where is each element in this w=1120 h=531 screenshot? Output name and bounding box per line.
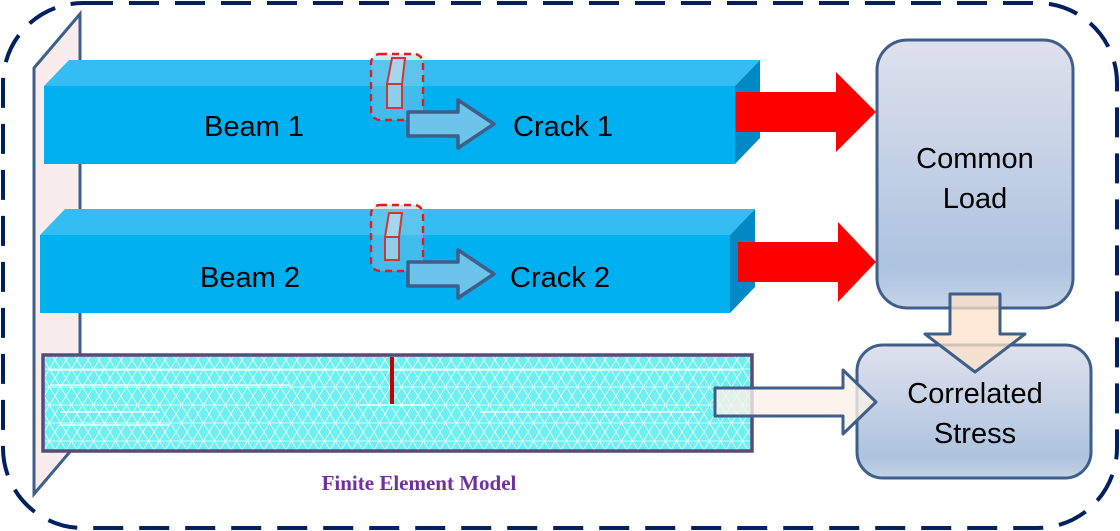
beam-2: Beam 2 Crack 2: [40, 203, 755, 313]
crack-1-arrow-icon: [406, 98, 496, 150]
fem-to-stress-arrow-icon: [713, 368, 878, 436]
beam-1-label: Beam 1: [204, 111, 304, 143]
fem-caption: Finite Element Model: [322, 471, 517, 495]
beam-2-label: Beam 2: [200, 262, 300, 294]
crack-2-arrow-icon: [406, 248, 496, 300]
crack-2-block-top-icon: [383, 212, 404, 238]
common-load-box: Common Load: [875, 38, 1075, 310]
fem-mesh-lines: [50, 369, 740, 426]
correlated-stress-box: Correlated Stress: [855, 343, 1093, 480]
common-load-label-line2: Load: [943, 183, 1008, 215]
crack-2-block-front-icon: [384, 236, 400, 261]
common-load-label-line1: Common: [916, 143, 1034, 175]
crack-1-label: Crack 1: [513, 111, 613, 143]
crack-1-block-front-icon: [386, 83, 403, 109]
correlated-stress-label-line1: Correlated: [907, 378, 1042, 410]
finite-element-model: Finite Element Model: [41, 353, 754, 495]
fem-crack-line: [390, 357, 394, 404]
fem-mesh: [41, 353, 754, 453]
beam-1: Beam 1 Crack 1: [44, 52, 760, 164]
crack-2-label: Crack 2: [510, 262, 610, 294]
load-arrow-1-icon: [736, 72, 876, 152]
load-to-stress-arrow-icon: [923, 292, 1027, 374]
correlated-stress-label-line2: Stress: [934, 418, 1016, 450]
load-arrow-2-icon: [738, 222, 876, 302]
